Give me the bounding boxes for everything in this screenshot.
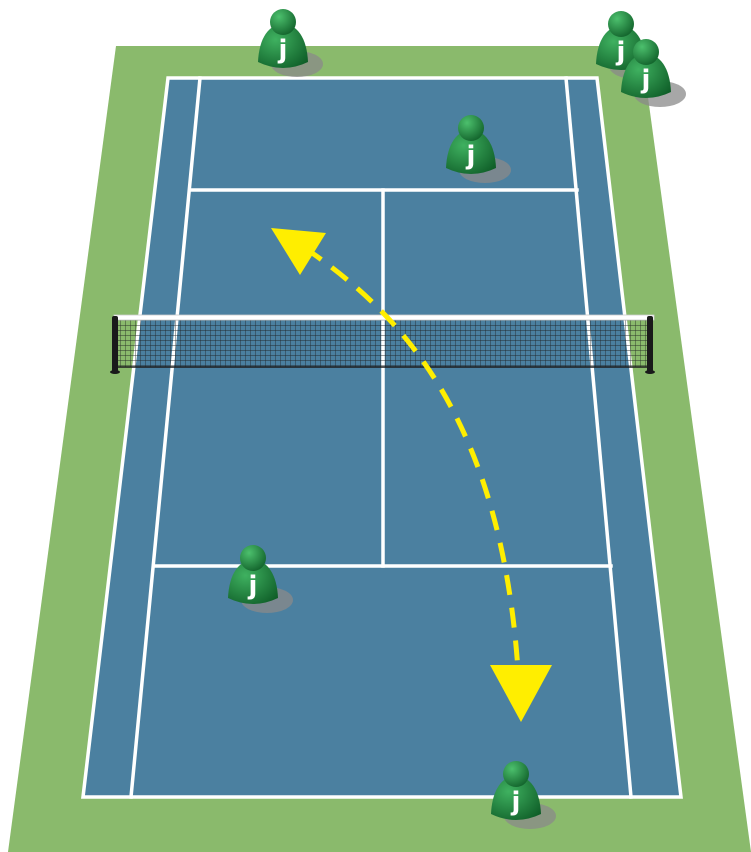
player-head [458,115,484,141]
player-label: j [466,141,476,171]
net-post-left-base [110,370,120,374]
player-label: j [278,35,288,65]
net-post-right-base [645,370,655,374]
player-head [270,9,296,35]
player-label: j [641,65,651,95]
net-post-left [112,316,118,372]
net [110,315,655,374]
player-head [633,39,659,65]
player-label: j [616,37,626,67]
player-head [608,11,634,37]
net-post-right [647,316,653,372]
player-label: j [248,571,258,601]
player-label: j [511,787,521,817]
player-head [240,545,266,571]
player-head [503,761,529,787]
net-mesh [116,319,650,367]
